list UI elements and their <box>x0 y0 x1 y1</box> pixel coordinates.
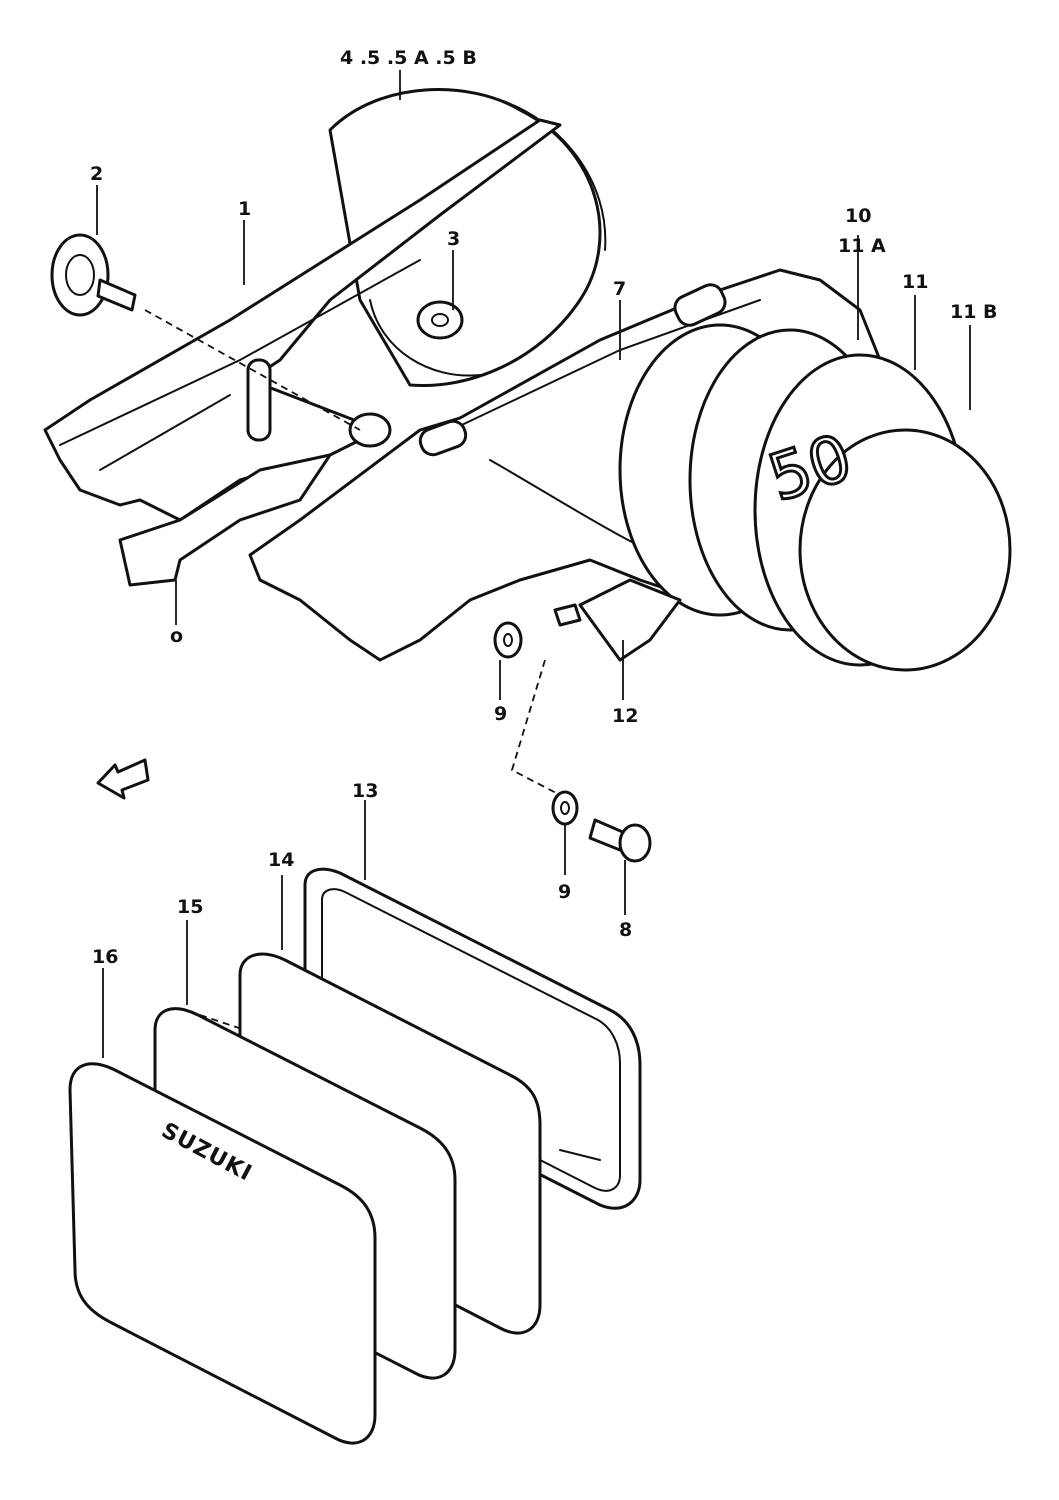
callout-11a: 11 A <box>838 235 886 257</box>
callout-labels: 4 .5 .5 A .5 B 2 1 3 7 10 11 A 11 11 B o… <box>90 47 998 968</box>
screw-8 <box>588 818 652 863</box>
assembly-lines <box>144 309 561 1031</box>
callout-3: 3 <box>447 228 460 250</box>
callout-11b: 11 B <box>950 301 998 323</box>
leader-lines <box>96 70 971 1058</box>
grommet-3 <box>348 300 464 448</box>
callout-14: 14 <box>268 849 294 871</box>
callout-8: 8 <box>619 919 632 941</box>
frame-cover-4-5 <box>328 88 607 388</box>
callout-4-5-5a-5b: 4 .5 .5 A .5 B <box>340 47 477 69</box>
callout-1: 1 <box>238 198 251 220</box>
callout-9-lower: 9 <box>558 881 571 903</box>
callout-mark: o <box>170 625 183 647</box>
callout-15: 15 <box>177 896 203 918</box>
washer-9-lower <box>551 790 579 826</box>
frame-cover-1 <box>43 118 562 587</box>
callout-12: 12 <box>612 705 638 727</box>
callout-2: 2 <box>90 163 103 185</box>
callout-9-upper: 9 <box>494 703 507 725</box>
knob-2 <box>50 233 137 317</box>
callout-13: 13 <box>352 780 378 802</box>
washer-9-upper <box>493 621 523 659</box>
direction-arrow <box>96 758 150 800</box>
callout-11: 11 <box>902 271 928 293</box>
filter-cover-16: SUZUKI <box>68 1062 377 1445</box>
end-caps-10-11: 50 <box>618 323 1012 672</box>
callout-16: 16 <box>92 946 118 968</box>
plate-12 <box>578 578 682 662</box>
callout-10: 10 <box>845 205 871 227</box>
callout-7: 7 <box>613 278 626 300</box>
